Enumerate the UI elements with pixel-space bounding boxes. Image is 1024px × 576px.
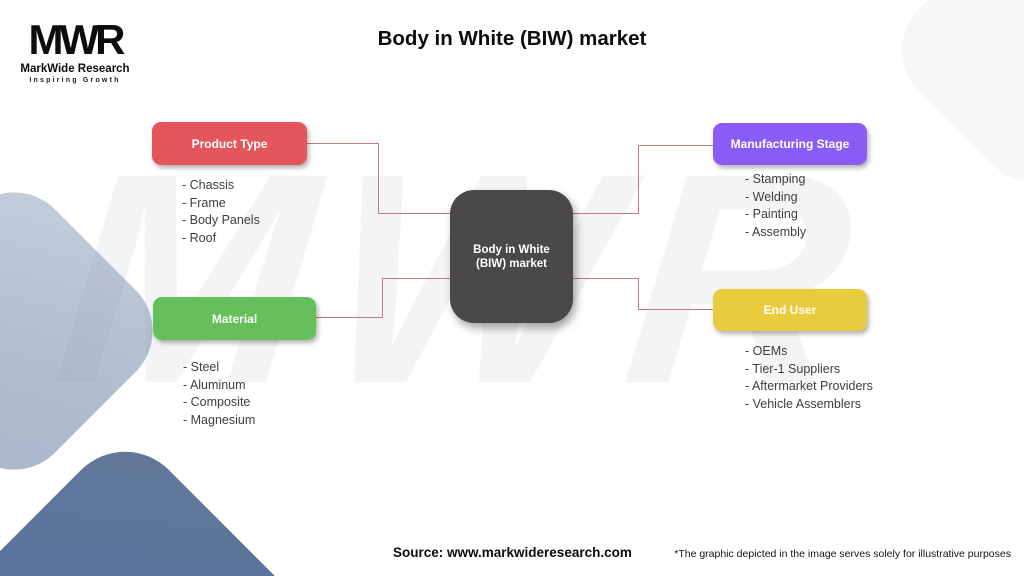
category-label-material: Material [211,311,258,326]
list-item: - Chassis [182,178,235,192]
category-label-product-type: Product Type [191,136,268,151]
list-item: - Aftermarket Providers [745,379,873,393]
item-list-manufacturing-stage: - Stamping - Welding - Painting - Assemb… [745,171,806,241]
list-item: - Welding [745,189,798,204]
logo-acronym: MWR [28,16,126,63]
connector-product-type-v [378,143,379,213]
list-item: - Steel [183,360,220,374]
list-item: - Composite [183,395,251,409]
list-item: - Body Panels [182,213,260,227]
page-title: Body in White (BIW) market [377,27,647,50]
item-list-material: - Steel - Aluminum - Composite - Magnesi… [183,359,255,429]
list-item: - Painting [745,207,798,221]
connector-product-type-h2 [378,213,450,214]
list-item: - Assembly [745,224,807,239]
list-item: - OEMs [745,344,788,358]
markwide-research-logo: MWR MarkWide Research Inspiring Growth [20,16,130,85]
logo-tagline: Inspiring Growth [29,77,121,84]
connector-material-h1 [316,317,382,318]
connector-material-v [382,278,383,318]
list-item: - Stamping [745,172,806,186]
list-item: - Tier-1 Suppliers [745,361,841,376]
category-label-end-user: End User [763,303,817,317]
category-box-product-type: Product Type [152,122,307,165]
connector-manufacturing-h2 [573,213,638,214]
connector-manufacturing-v [638,145,639,214]
list-item: - Frame [182,195,226,210]
disclaimer-text: *The graphic depicted in the image serve… [674,548,1011,560]
list-item: - Roof [182,230,217,245]
source-text: Source: www.markwideresearch.com [393,545,632,560]
center-node-label: Body in White (BIW) market [473,243,550,270]
category-label-manufacturing-stage: Manufacturing Stage [730,137,850,151]
connector-manufacturing-h1 [638,145,713,146]
list-item: - Aluminum [183,377,246,392]
list-item: - Magnesium [183,412,256,427]
list-item: - Vehicle Assemblers [745,396,862,411]
logo-name: MarkWide Research [20,63,130,75]
connector-product-type-h1 [307,143,378,144]
connector-end-user-h1 [573,278,638,279]
connector-material-h2 [382,278,450,279]
item-list-end-user: - OEMs - Tier-1 Suppliers - Aftermarket … [745,343,873,413]
item-list-product-type: - Chassis - Frame - Body Panels - Roof [182,177,260,247]
center-node-biw-market: Body in White (BIW) market [450,190,573,323]
category-box-end-user: End User [713,289,867,331]
category-box-manufacturing-stage: Manufacturing Stage [713,123,867,165]
connector-end-user-h2 [638,309,713,310]
category-box-material: Material [153,297,316,340]
connector-end-user-v [638,278,639,310]
